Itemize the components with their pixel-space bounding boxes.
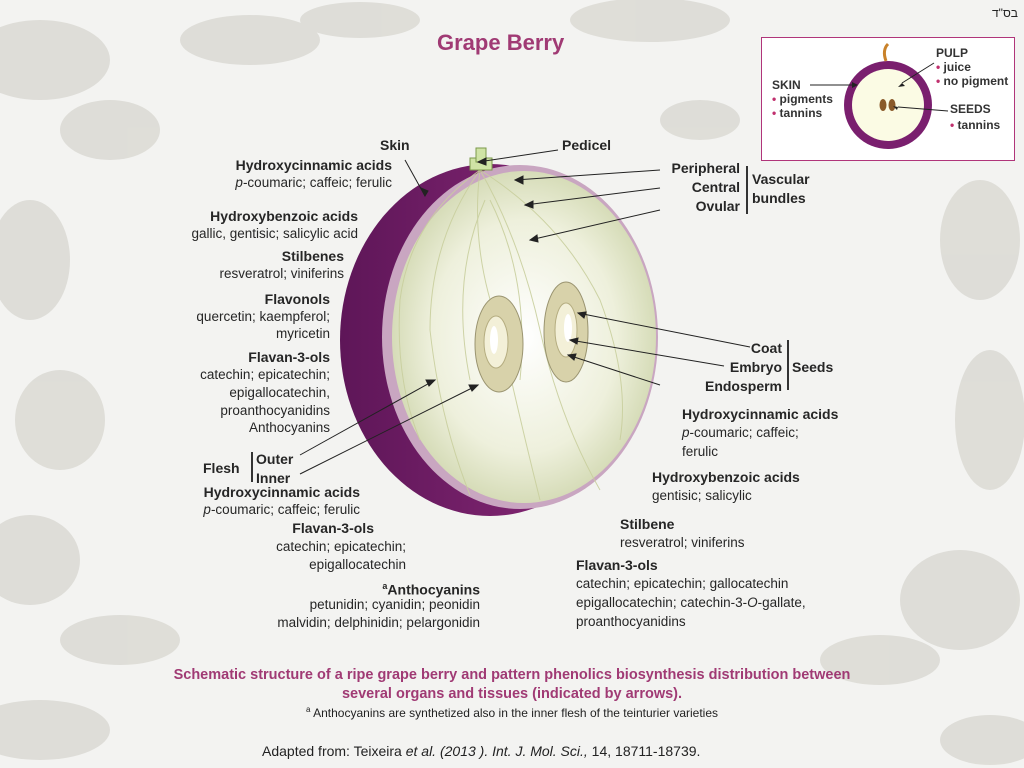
page-title: Grape Berry [437, 30, 565, 55]
vascular-bundles [398, 169, 623, 501]
inset-skin-label: SKIN [772, 78, 801, 92]
flesh-bracket [251, 452, 253, 482]
vascular-bracket [746, 166, 748, 214]
flesh-f3o-body-1: catechin; epicatechin; [276, 539, 406, 554]
skin-stilbenes-body: resveratrol; viniferins [219, 266, 344, 281]
skin-hba-body: gallic, gentisic; salicylic acid [191, 226, 358, 241]
inset-skin-item-2: • tannins [772, 106, 823, 120]
seeds-hca-body-1: p-coumaric; caffeic; [682, 425, 799, 440]
flesh-inner-label: Inner [256, 470, 291, 486]
skin-f3o-body-3: proanthocyanidins [220, 403, 330, 418]
skin-flavonols-body-2: myricetin [275, 326, 330, 341]
flesh-f3o-body-2: epigallocatechin [309, 557, 406, 572]
inset-seeds-item-1: • tannins [950, 118, 1001, 132]
flesh-f3o-title: Flavan-3-ols [292, 520, 374, 536]
inset-pulp-item-2: • no pigment [936, 74, 1009, 88]
inset-diagram: PULP • juice • no pigment SKIN • pigment… [761, 37, 1015, 161]
seeds-bracket [787, 340, 789, 390]
seeds-hca-title: Hydroxycinnamic acids [682, 406, 839, 422]
vascular-peripheral-label: Peripheral [671, 160, 740, 176]
caption-main: Schematic structure of a ripe grape berr… [173, 667, 851, 702]
skin-f3o-body-1: catechin; epicatechin; [200, 367, 330, 382]
skin-stilbenes-title: Stilbenes [281, 248, 344, 264]
seed-left [474, 295, 524, 393]
seeds-f3o-body-3: proanthocyanidins [576, 614, 686, 629]
inset-seeds-label: SEEDS [950, 102, 991, 116]
skin-flavonols-title: Flavonols [264, 291, 330, 307]
inset-skin-item-1: • pigments [772, 92, 833, 106]
skin-flavonols-body-1: quercetin; kaempferol; [196, 309, 330, 324]
anthocyanins-body-2: malvidin; delphinidin; pelargonidin [277, 615, 480, 630]
seed-embryo-label: Embryo [729, 359, 782, 375]
seeds-stilbene-body: resveratrol; viniferins [620, 535, 745, 550]
seeds-hba-title: Hydroxybenzoic acids [652, 469, 800, 485]
flesh-label: Flesh [203, 460, 240, 476]
source-citation: Adapted from: Teixeira et al. (2013 ). I… [262, 743, 701, 759]
vascular-label: Vascular [752, 171, 810, 187]
skin-f3o-title: Flavan-3-ols [248, 349, 330, 365]
skin-f3o-body-2: epigallocatechin, [229, 385, 330, 400]
seeds-hca-body-2: ferulic [682, 444, 719, 459]
seed-right [543, 281, 589, 383]
seeds-f3o-body-2: epigallocatechin; catechin-3-O-gallate, [576, 595, 806, 610]
skin-f3o-body-4: Anthocyanins [248, 420, 330, 435]
inset-pulp-item-1: • juice [936, 60, 971, 74]
seeds-f3o-body-1: catechin; epicatechin; gallocatechin [576, 576, 789, 591]
anthocyanins-title: aAnthocyanins [382, 581, 480, 598]
anthocyanins-body-1: petunidin; cyanidin; peonidin [309, 597, 480, 612]
seed-coat-label: Coat [750, 340, 782, 356]
seeds-label: Seeds [792, 359, 834, 375]
inset-berry-graphic [810, 42, 949, 149]
seed-endosperm-label: Endosperm [704, 378, 782, 394]
seeds-stilbene-title: Stilbene [620, 516, 675, 532]
seeds-hba-body: gentisic; salicylic [652, 488, 752, 503]
bundles-label: bundles [752, 190, 806, 206]
hebrew-mark: בס"ד [992, 6, 1018, 20]
inset-pulp-label: PULP [936, 46, 969, 60]
vascular-ovular-label: Ovular [695, 198, 740, 214]
flesh-outer-label: Outer [256, 451, 294, 467]
vascular-central-label: Central [691, 179, 740, 195]
seeds-f3o-title: Flavan-3-ols [576, 557, 658, 573]
skin-hca-body: p-coumaric; caffeic; ferulic [235, 175, 392, 190]
berry-flesh [392, 171, 656, 503]
flesh-hca-title: Hydroxycinnamic acids [203, 484, 360, 500]
caption-footnote: a Anthocyanins are synthetized also in t… [305, 705, 719, 720]
skin-hca-title: Hydroxycinnamic acids [235, 157, 392, 173]
pedicel-label: Pedicel [562, 137, 612, 153]
flesh-hca-body: p-coumaric; caffeic; ferulic [203, 502, 360, 517]
skin-hba-title: Hydroxybenzoic acids [210, 208, 358, 224]
skin-label: Skin [380, 137, 410, 153]
pedicel-stub [469, 147, 493, 171]
